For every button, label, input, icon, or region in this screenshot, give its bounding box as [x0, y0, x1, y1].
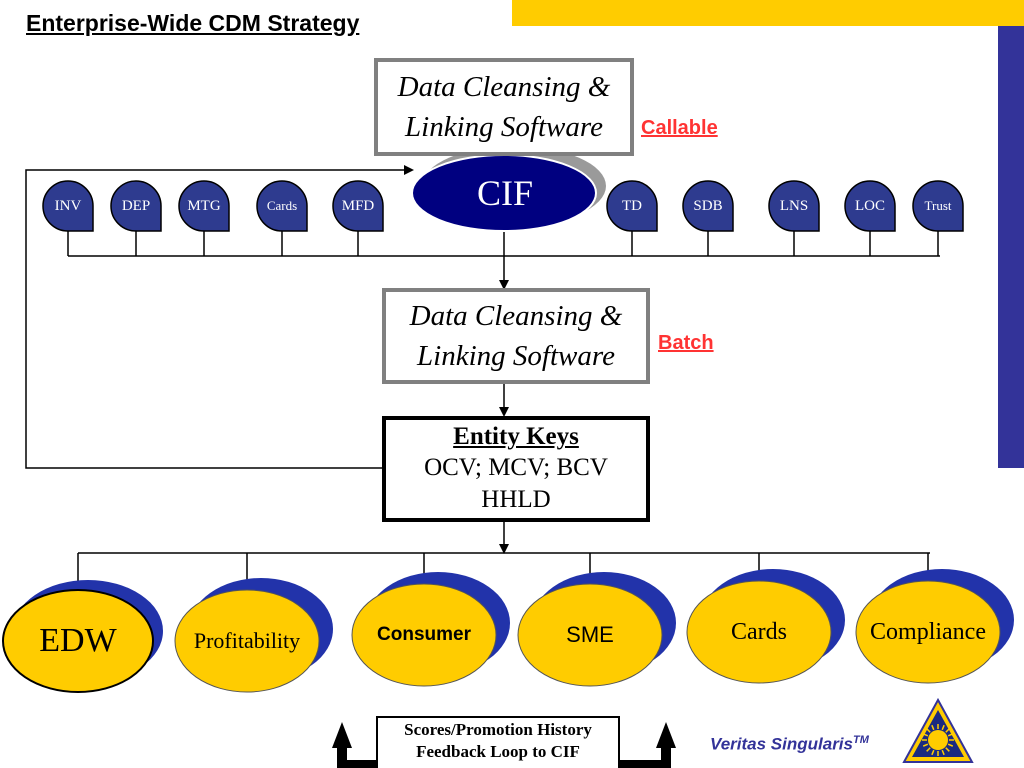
output-label: SME [566, 622, 614, 647]
output-label: Cards [731, 619, 787, 645]
feedback-left-arrow [332, 722, 352, 768]
source-bubble [768, 180, 820, 232]
source-bubble [682, 180, 734, 232]
source-label: Trust [924, 198, 952, 213]
logo-ray [931, 749, 935, 756]
callable-software-box: Data Cleansing & Linking Software [374, 58, 634, 156]
brand-text: Veritas SingularisTM [710, 734, 869, 755]
source-bubble [844, 180, 896, 232]
source-bubble [332, 180, 384, 232]
source-bubble [606, 180, 658, 232]
logo-ray [941, 749, 945, 756]
source-bubble [110, 180, 162, 232]
source-bubbles [42, 180, 964, 232]
logo-ray [931, 724, 935, 731]
logo-ray [947, 743, 954, 747]
source-label: LOC [855, 198, 885, 214]
entity-keys-line1: OCV; MCV; BCV [424, 454, 608, 481]
output-label: Profitability [193, 628, 301, 653]
source-bubble [256, 180, 308, 232]
output-ellipse [855, 569, 1014, 684]
logo-ray [945, 747, 950, 752]
output-ellipse [2, 580, 163, 693]
source-label: MTG [187, 198, 221, 214]
source-bubble [178, 180, 230, 232]
batch-tag: Batch [658, 332, 714, 354]
callable-tag: Callable [641, 117, 718, 139]
source-bubble [912, 180, 964, 232]
output-ellipse [351, 572, 510, 687]
logo-ray [926, 747, 931, 752]
logo-ray [941, 724, 945, 731]
brand-trademark: TM [852, 734, 869, 746]
cif-label: CIF [476, 173, 534, 213]
callable-software-line2: Linking Software [405, 111, 603, 143]
source-label: TD [622, 198, 642, 214]
feedback-box: Scores/Promotion History Feedback Loop t… [376, 716, 620, 768]
source-label: Cards [266, 198, 298, 213]
side-accent-bar [998, 26, 1024, 468]
source-label: DEP [121, 198, 151, 214]
top-accent-bar [512, 0, 1024, 26]
brand-name: Veritas Singularis [710, 734, 853, 754]
output-label: Compliance [870, 619, 986, 645]
source-drops [67, 231, 939, 256]
source-bubble [42, 180, 94, 232]
page-title: Enterprise-Wide CDM Strategy [26, 10, 360, 36]
output-ellipse [174, 578, 333, 693]
batch-software-line1: Data Cleansing & [409, 300, 623, 332]
batch-software-box: Data Cleansing & Linking Software [382, 288, 650, 384]
entity-keys-line2: HHLD [481, 486, 551, 513]
entity-keys-box: Entity Keys OCV; MCV; BCV HHLD [382, 416, 650, 522]
logo-ray [947, 733, 954, 737]
source-label: SDB [693, 198, 723, 214]
output-ellipse [686, 569, 845, 684]
output-ellipses [2, 569, 1014, 693]
source-label: MFD [341, 198, 375, 214]
callable-software-line1: Data Cleansing & [397, 71, 611, 103]
entity-keys-title: Entity Keys [453, 423, 579, 450]
feedback-base-left [337, 760, 379, 768]
feedback-connector [25, 165, 414, 469]
output-label: Consumer [377, 624, 471, 645]
feedback-line1: Scores/Promotion History [404, 720, 592, 739]
feedback-base-right [618, 760, 671, 768]
batch-software-line2: Linking Software [417, 340, 615, 372]
feedback-line2: Feedback Loop to CIF [416, 742, 580, 761]
veritas-logo [902, 697, 974, 763]
logo-ray [922, 733, 929, 737]
source-label: LNS [779, 198, 809, 214]
logo-ray [922, 743, 929, 747]
output-ellipse [517, 572, 676, 687]
output-label: EDW [39, 622, 117, 659]
source-label: INV [54, 198, 82, 214]
feedback-right-arrow [656, 722, 676, 768]
logo-ray [926, 728, 931, 733]
logo-ray [945, 728, 950, 733]
